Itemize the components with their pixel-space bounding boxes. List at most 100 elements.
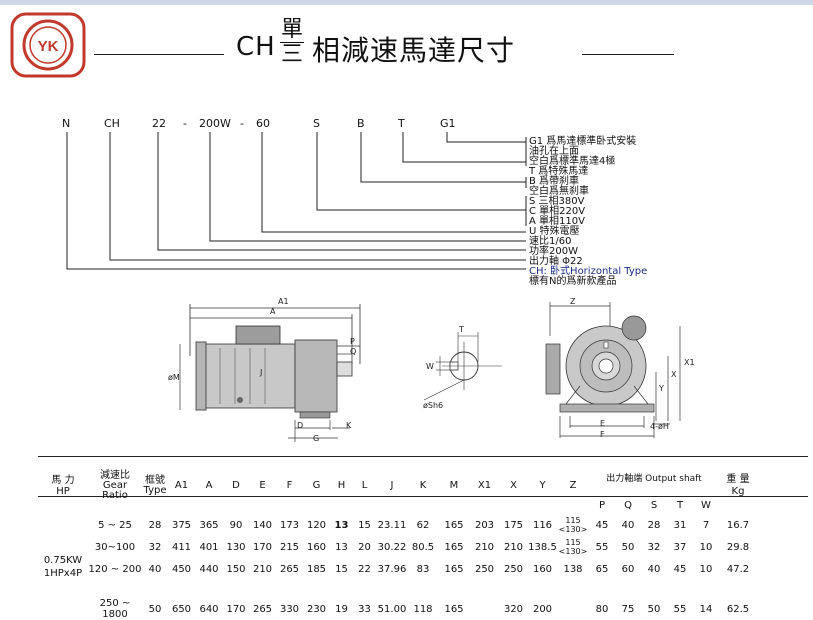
ann-power: 功率200W (529, 246, 578, 257)
shaft-cell: 55 (673, 603, 687, 615)
value-cell: 130 (226, 541, 246, 553)
value-cell: 13 (335, 541, 348, 553)
z-cell: 138 (557, 558, 589, 580)
ann-t: T 爲特殊馬達 (529, 166, 589, 177)
dim-t: T (459, 325, 464, 334)
side-view-drawing (179, 304, 361, 442)
type-cell: 40 (148, 563, 162, 575)
code-brake: B (357, 117, 365, 130)
ann-a: A 單相110V (529, 216, 585, 227)
dim-m: øM (168, 373, 180, 382)
th-weight: 重 量 Kg (726, 473, 750, 497)
value-cell: 138.5 (528, 541, 557, 553)
value-cell: 175 (503, 519, 524, 531)
shaft-cell: 37 (673, 541, 687, 553)
shaft-cell: 75 (621, 603, 635, 615)
value-cell: 173 (279, 519, 300, 531)
z-value: 138 (563, 563, 583, 575)
z-value: 115 (565, 516, 581, 525)
code-shaft: 22 (152, 117, 166, 130)
type-cell: 32 (148, 541, 162, 553)
ratio-cell: 250 ~ 1800 (99, 598, 131, 620)
shaft-cell: 50 (621, 541, 635, 553)
table-top-rule (38, 456, 808, 457)
shaft-cell: 10 (699, 541, 713, 553)
dim-j: J (260, 368, 263, 377)
shaft-cell: 10 (699, 563, 713, 575)
th-x1: X1 (477, 480, 492, 491)
shaft-cell: 32 (647, 541, 661, 553)
th-q: Q (624, 500, 632, 511)
th-l: L (361, 480, 368, 491)
value-cell: 375 (171, 519, 192, 531)
title-stack-top: 單 (280, 17, 303, 42)
value-cell: 165 (444, 563, 464, 575)
value-cell: 401 (199, 541, 219, 553)
value-cell: 265 (279, 563, 300, 575)
dim-x: X (671, 370, 677, 379)
shaft-cell: 50 (647, 603, 661, 615)
dim-q: Q (350, 347, 357, 356)
value-cell: 203 (474, 519, 495, 531)
value-cell: 200 (532, 603, 553, 615)
dim-sh6: øSh6 (423, 401, 444, 410)
th-hp: 馬 力 HP (51, 474, 75, 497)
th-y: Y (539, 480, 546, 491)
shaft-cell: 28 (647, 519, 661, 531)
shaft-cell: 7 (702, 519, 710, 531)
ann-shaft: 出力軸 Φ22 (529, 256, 583, 267)
dim-f: F (600, 430, 605, 439)
value-cell: 250 (474, 563, 495, 575)
value-cell: 15 (358, 519, 371, 531)
z-value: 115 (565, 538, 581, 547)
value-cell: 116 (532, 519, 553, 531)
value-cell: 165 (444, 541, 464, 553)
ann-std-motor: 空白爲標準馬達4極 (529, 156, 616, 167)
dim-x1: X1 (684, 358, 695, 367)
th-s: S (650, 500, 658, 511)
value-cell: 20 (358, 541, 371, 553)
page-title: CH 單 三 相減速馬達尺寸 (0, 14, 813, 76)
z-cell: 115<130> (557, 514, 589, 536)
value-cell: 23.11 (377, 519, 407, 531)
shaft-cell: 55 (595, 541, 609, 553)
weight-cell: 47.2 (726, 563, 750, 575)
value-cell: 13 (334, 519, 349, 531)
th-m: M (449, 480, 459, 491)
dim-z: Z (570, 297, 576, 306)
value-cell: 22 (358, 563, 371, 575)
code-motor-type: T (398, 117, 405, 130)
ann-g1: G1 爲馬達標準卧式安裝 (529, 136, 637, 147)
value-cell (470, 598, 499, 620)
value-cell: 320 (503, 603, 524, 615)
value-cell: 120 (306, 519, 327, 531)
shaft-cell: 31 (673, 519, 687, 531)
dim-a1: A1 (278, 297, 289, 306)
value-cell: 250 (503, 563, 524, 575)
top-band (0, 0, 813, 5)
value-cell: 265 (252, 603, 273, 615)
shaft-cell: 60 (621, 563, 635, 575)
front-view-drawing (545, 302, 681, 438)
value-cell: 170 (252, 541, 273, 553)
value-cell: 37.96 (377, 563, 407, 575)
weight-cell: 62.5 (726, 603, 750, 615)
ratio-cell: 120 ~ 200 (88, 563, 142, 575)
code-power: 200W (199, 117, 231, 130)
code-n: N (62, 117, 71, 130)
dim-a: A (270, 307, 276, 316)
dim-k: K (346, 421, 352, 430)
ann-no-brake: 空白爲無刹車 (529, 186, 589, 197)
shaft-cell: 40 (621, 519, 635, 531)
code-dash2: - (240, 117, 244, 130)
ann-b: B 爲帶刹車 (529, 176, 580, 187)
shaft-cell: 14 (699, 603, 713, 615)
code-mount: G1 (440, 117, 456, 130)
value-cell: 33 (358, 603, 371, 615)
logo-text: YK (38, 38, 59, 55)
weight-cell: 29.8 (726, 541, 750, 553)
ann-n: 標有N的爲新款產品 (529, 276, 617, 287)
value-cell: 140 (252, 519, 273, 531)
value-cell: 30.22 (377, 541, 407, 553)
